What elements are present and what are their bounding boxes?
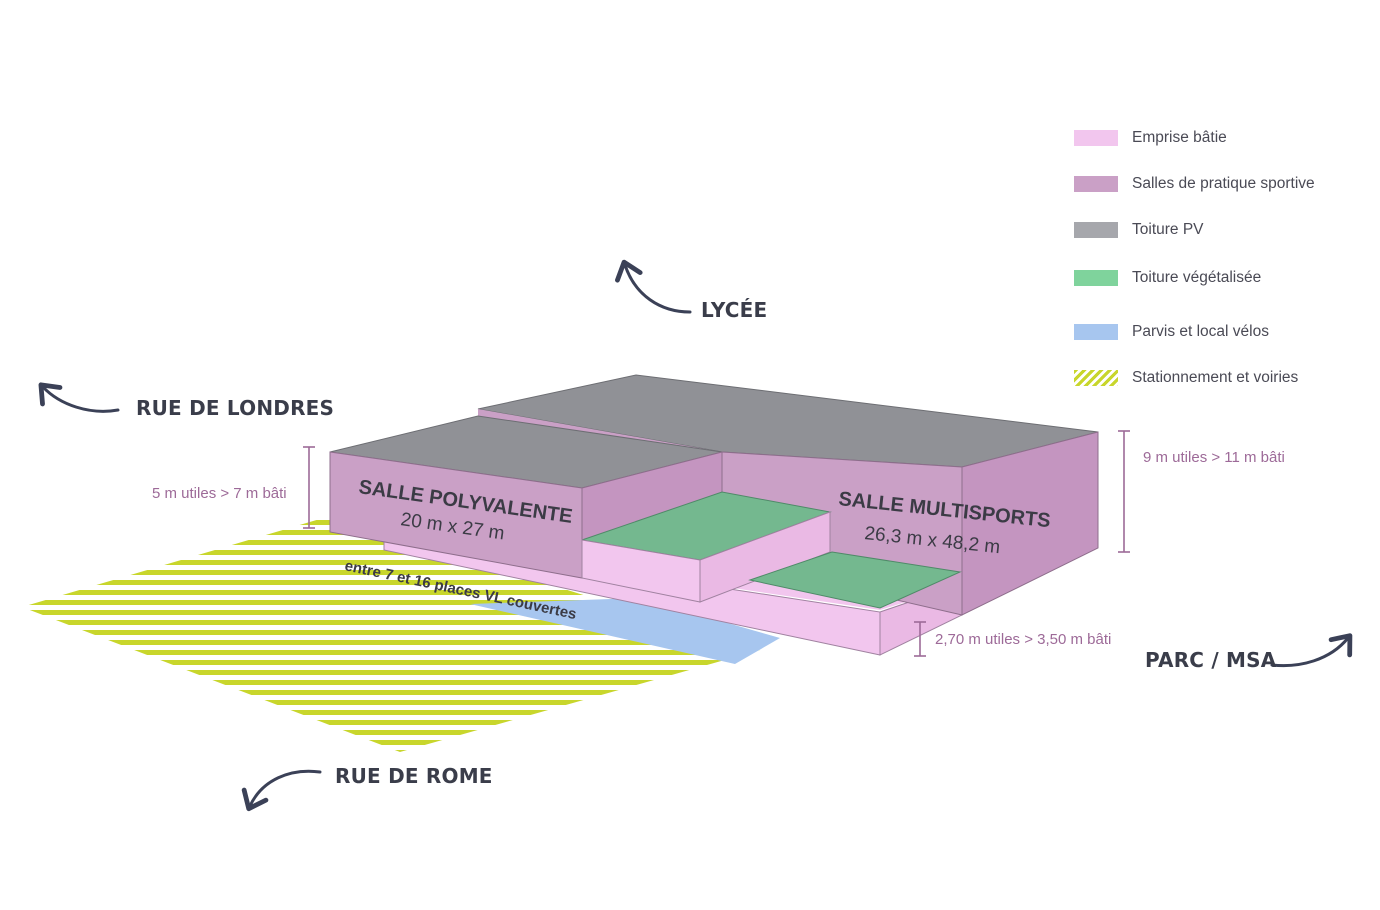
street-label-lycee: LYCÉE	[701, 298, 767, 322]
parvis-area	[470, 598, 780, 664]
dimension-base: 2,70 m utiles > 3,50 m bâti	[935, 631, 1111, 648]
legend-label-parvis: Parvis et local vélos	[1132, 323, 1269, 340]
green-block-1-side	[699, 511, 831, 603]
arrow-icon-londres	[38, 382, 120, 413]
legend-item-salles: Salles de pratique sportive	[1074, 172, 1315, 196]
legend-label-stationnement: Stationnement et voiries	[1132, 369, 1299, 386]
green-roof-2	[748, 551, 962, 609]
legend-item-toiture-vegetalisee: Toiture végétalisée	[1074, 266, 1261, 290]
legend-item-parvis: Parvis et local vélos	[1074, 320, 1269, 344]
dimension-marker-multisports	[1118, 430, 1130, 553]
street-label-rome: RUE DE ROME	[335, 764, 493, 788]
legend-swatch-parvis	[1074, 324, 1118, 340]
arrow-icon-parc	[1270, 633, 1353, 668]
parking-area	[22, 516, 760, 752]
legend-swatch-toiture-vegetalisee	[1074, 270, 1118, 286]
arrow-icon-rome	[241, 769, 322, 812]
street-label-parc: PARC / MSA	[1145, 648, 1277, 672]
legend-item-toiture-pv: Toiture PV	[1074, 218, 1204, 242]
legend-swatch-stationnement	[1074, 370, 1118, 386]
legend-swatch-toiture-pv	[1074, 222, 1118, 238]
legend-swatch-salles	[1074, 176, 1118, 192]
dimension-marker-polyvalente	[303, 446, 315, 529]
legend-label-emprise: Emprise bâtie	[1132, 129, 1227, 146]
multisports-side-wall	[961, 431, 1099, 616]
legend-label-toiture-vegetalisee: Toiture végétalisée	[1132, 269, 1262, 286]
legend-label-toiture-pv: Toiture PV	[1132, 221, 1204, 238]
arrow-icon-lycee	[615, 259, 692, 314]
legend-swatch-emprise	[1074, 130, 1118, 146]
street-label-londres: RUE DE LONDRES	[136, 396, 334, 420]
dimension-multisports: 9 m utiles > 11 m bâti	[1143, 449, 1285, 466]
legend-item-emprise: Emprise bâtie	[1074, 126, 1227, 150]
legend-item-stationnement: Stationnement et voiries	[1074, 366, 1298, 390]
legend-label-salles: Salles de pratique sportive	[1132, 175, 1315, 192]
dimension-polyvalente: 5 m utiles > 7 m bâti	[152, 485, 287, 502]
dimension-marker-base	[914, 621, 926, 657]
